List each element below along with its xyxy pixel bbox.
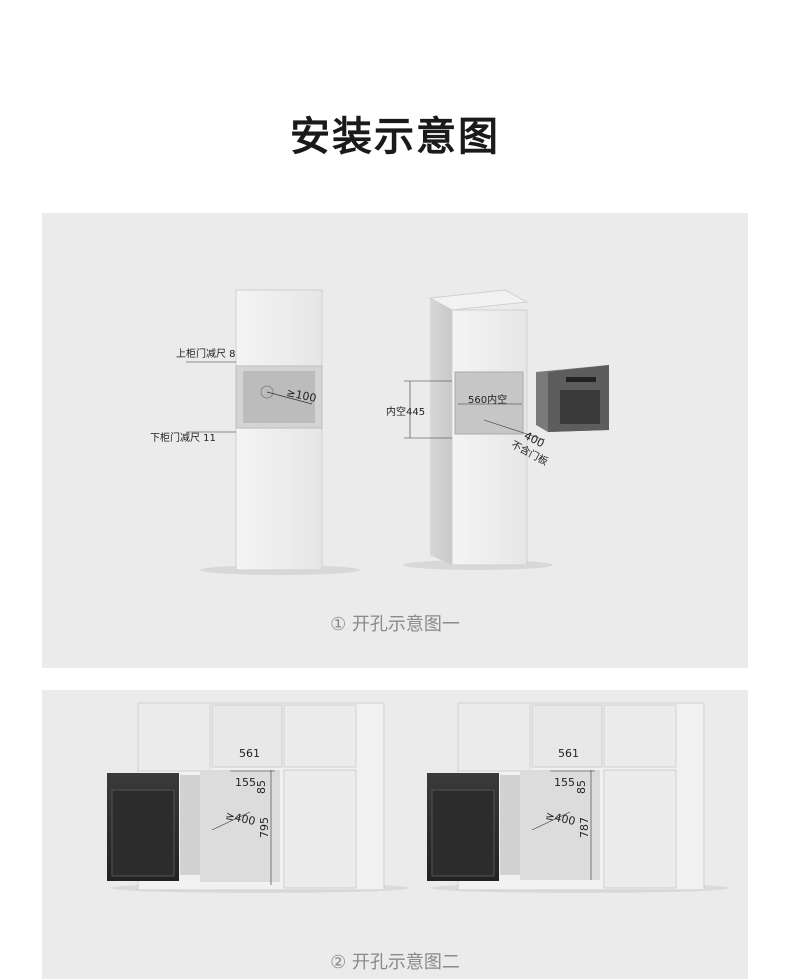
figure2-caption: ② 开孔示意图二 — [330, 952, 460, 973]
lower-door-reduce-label: 下柜门减尺 11 — [150, 433, 216, 444]
left-h155-label: 155 — [235, 776, 256, 789]
sideboard-left — [107, 702, 410, 893]
left-h85-label: 85 — [255, 780, 268, 794]
figure1-caption: ① 开孔示意图一 — [330, 614, 460, 635]
right-width-label: 561 — [558, 747, 579, 760]
left-width-label: 561 — [239, 747, 260, 760]
panel-separator — [42, 668, 748, 690]
tall-cabinet-3d-view — [403, 289, 553, 570]
right-height-label: 787 — [578, 817, 591, 838]
built-in-appliance — [536, 365, 609, 432]
upper-door-reduce-label: 上柜门减尺 8 — [176, 349, 236, 360]
right-h85-label: 85 — [575, 780, 588, 794]
page-title: 安装示意图 — [290, 114, 500, 160]
inner-width-label: 560内空 — [468, 395, 508, 406]
right-h155-label: 155 — [554, 776, 575, 789]
tall-cabinet-front-view — [186, 289, 360, 575]
sideboard-right — [427, 702, 730, 893]
inner-height-label: 内空445 — [386, 407, 426, 418]
left-height-label: 795 — [258, 817, 271, 838]
